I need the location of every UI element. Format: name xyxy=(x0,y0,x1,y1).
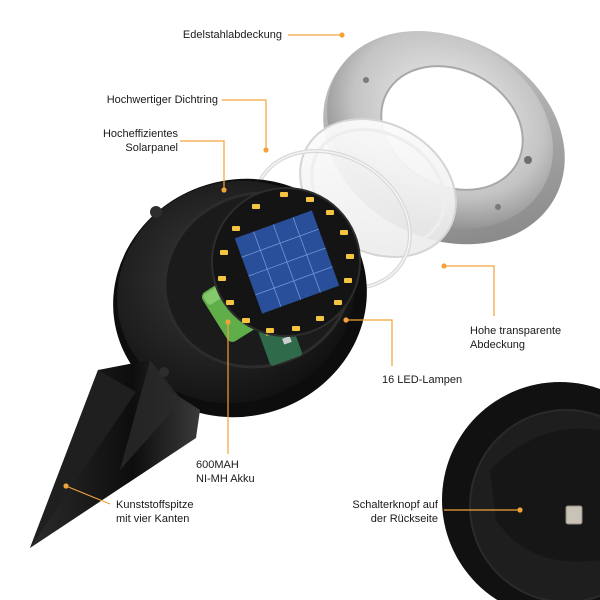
led-lamp xyxy=(232,226,240,231)
led-ring xyxy=(218,192,354,333)
led-lamp xyxy=(220,250,228,255)
led-lamp xyxy=(242,318,250,323)
steel-cover-screw-hole xyxy=(363,77,369,83)
label-edelstahlabdeckung: Edelstahlabdeckung xyxy=(182,29,282,41)
led-lamp xyxy=(344,278,352,283)
leader-spitze xyxy=(65,485,111,505)
label-kunststoffspitze: Kunststoffspitze mit vier Kanten xyxy=(116,499,194,525)
leader-dichtring xyxy=(222,99,267,150)
rear-view xyxy=(442,382,600,600)
led-lamp xyxy=(340,230,348,235)
label-dichtring: Hochwertiger Dichtring xyxy=(106,94,218,106)
led-lamp xyxy=(326,210,334,215)
led-lamp xyxy=(226,300,234,305)
led-lamp xyxy=(292,326,300,331)
plastic-spike xyxy=(30,360,200,548)
label-solarpanel: Hocheffizientes Solarpanel xyxy=(102,128,178,154)
led-lamp xyxy=(316,316,324,321)
steel-cover-screw-hole xyxy=(495,204,501,210)
led-lamp xyxy=(334,300,342,305)
leader-dots xyxy=(63,32,523,513)
led-lamp xyxy=(280,192,288,197)
leader-solarpanel xyxy=(180,140,225,190)
label-led-lampen: 16 LED-Lampen xyxy=(382,374,463,386)
leader-led xyxy=(346,319,393,366)
solar-panel xyxy=(211,187,361,337)
label-schalterknopf: Schalterknopf auf der Rückseite xyxy=(352,499,438,525)
label-akku: 600MAH NI-MH Akku xyxy=(196,459,255,485)
led-lamp xyxy=(346,254,354,259)
led-lamp xyxy=(306,197,314,202)
steel-cover-screw-hole xyxy=(524,156,532,164)
leader-abdeckung xyxy=(444,265,495,316)
led-lamp xyxy=(218,276,226,281)
led-lamp xyxy=(252,204,260,209)
leader-lines xyxy=(65,34,520,511)
led-lamp xyxy=(266,328,274,333)
label-transparente-abdeckung: Hohe transparente Abdeckung xyxy=(470,325,562,351)
switch-button xyxy=(565,505,583,525)
